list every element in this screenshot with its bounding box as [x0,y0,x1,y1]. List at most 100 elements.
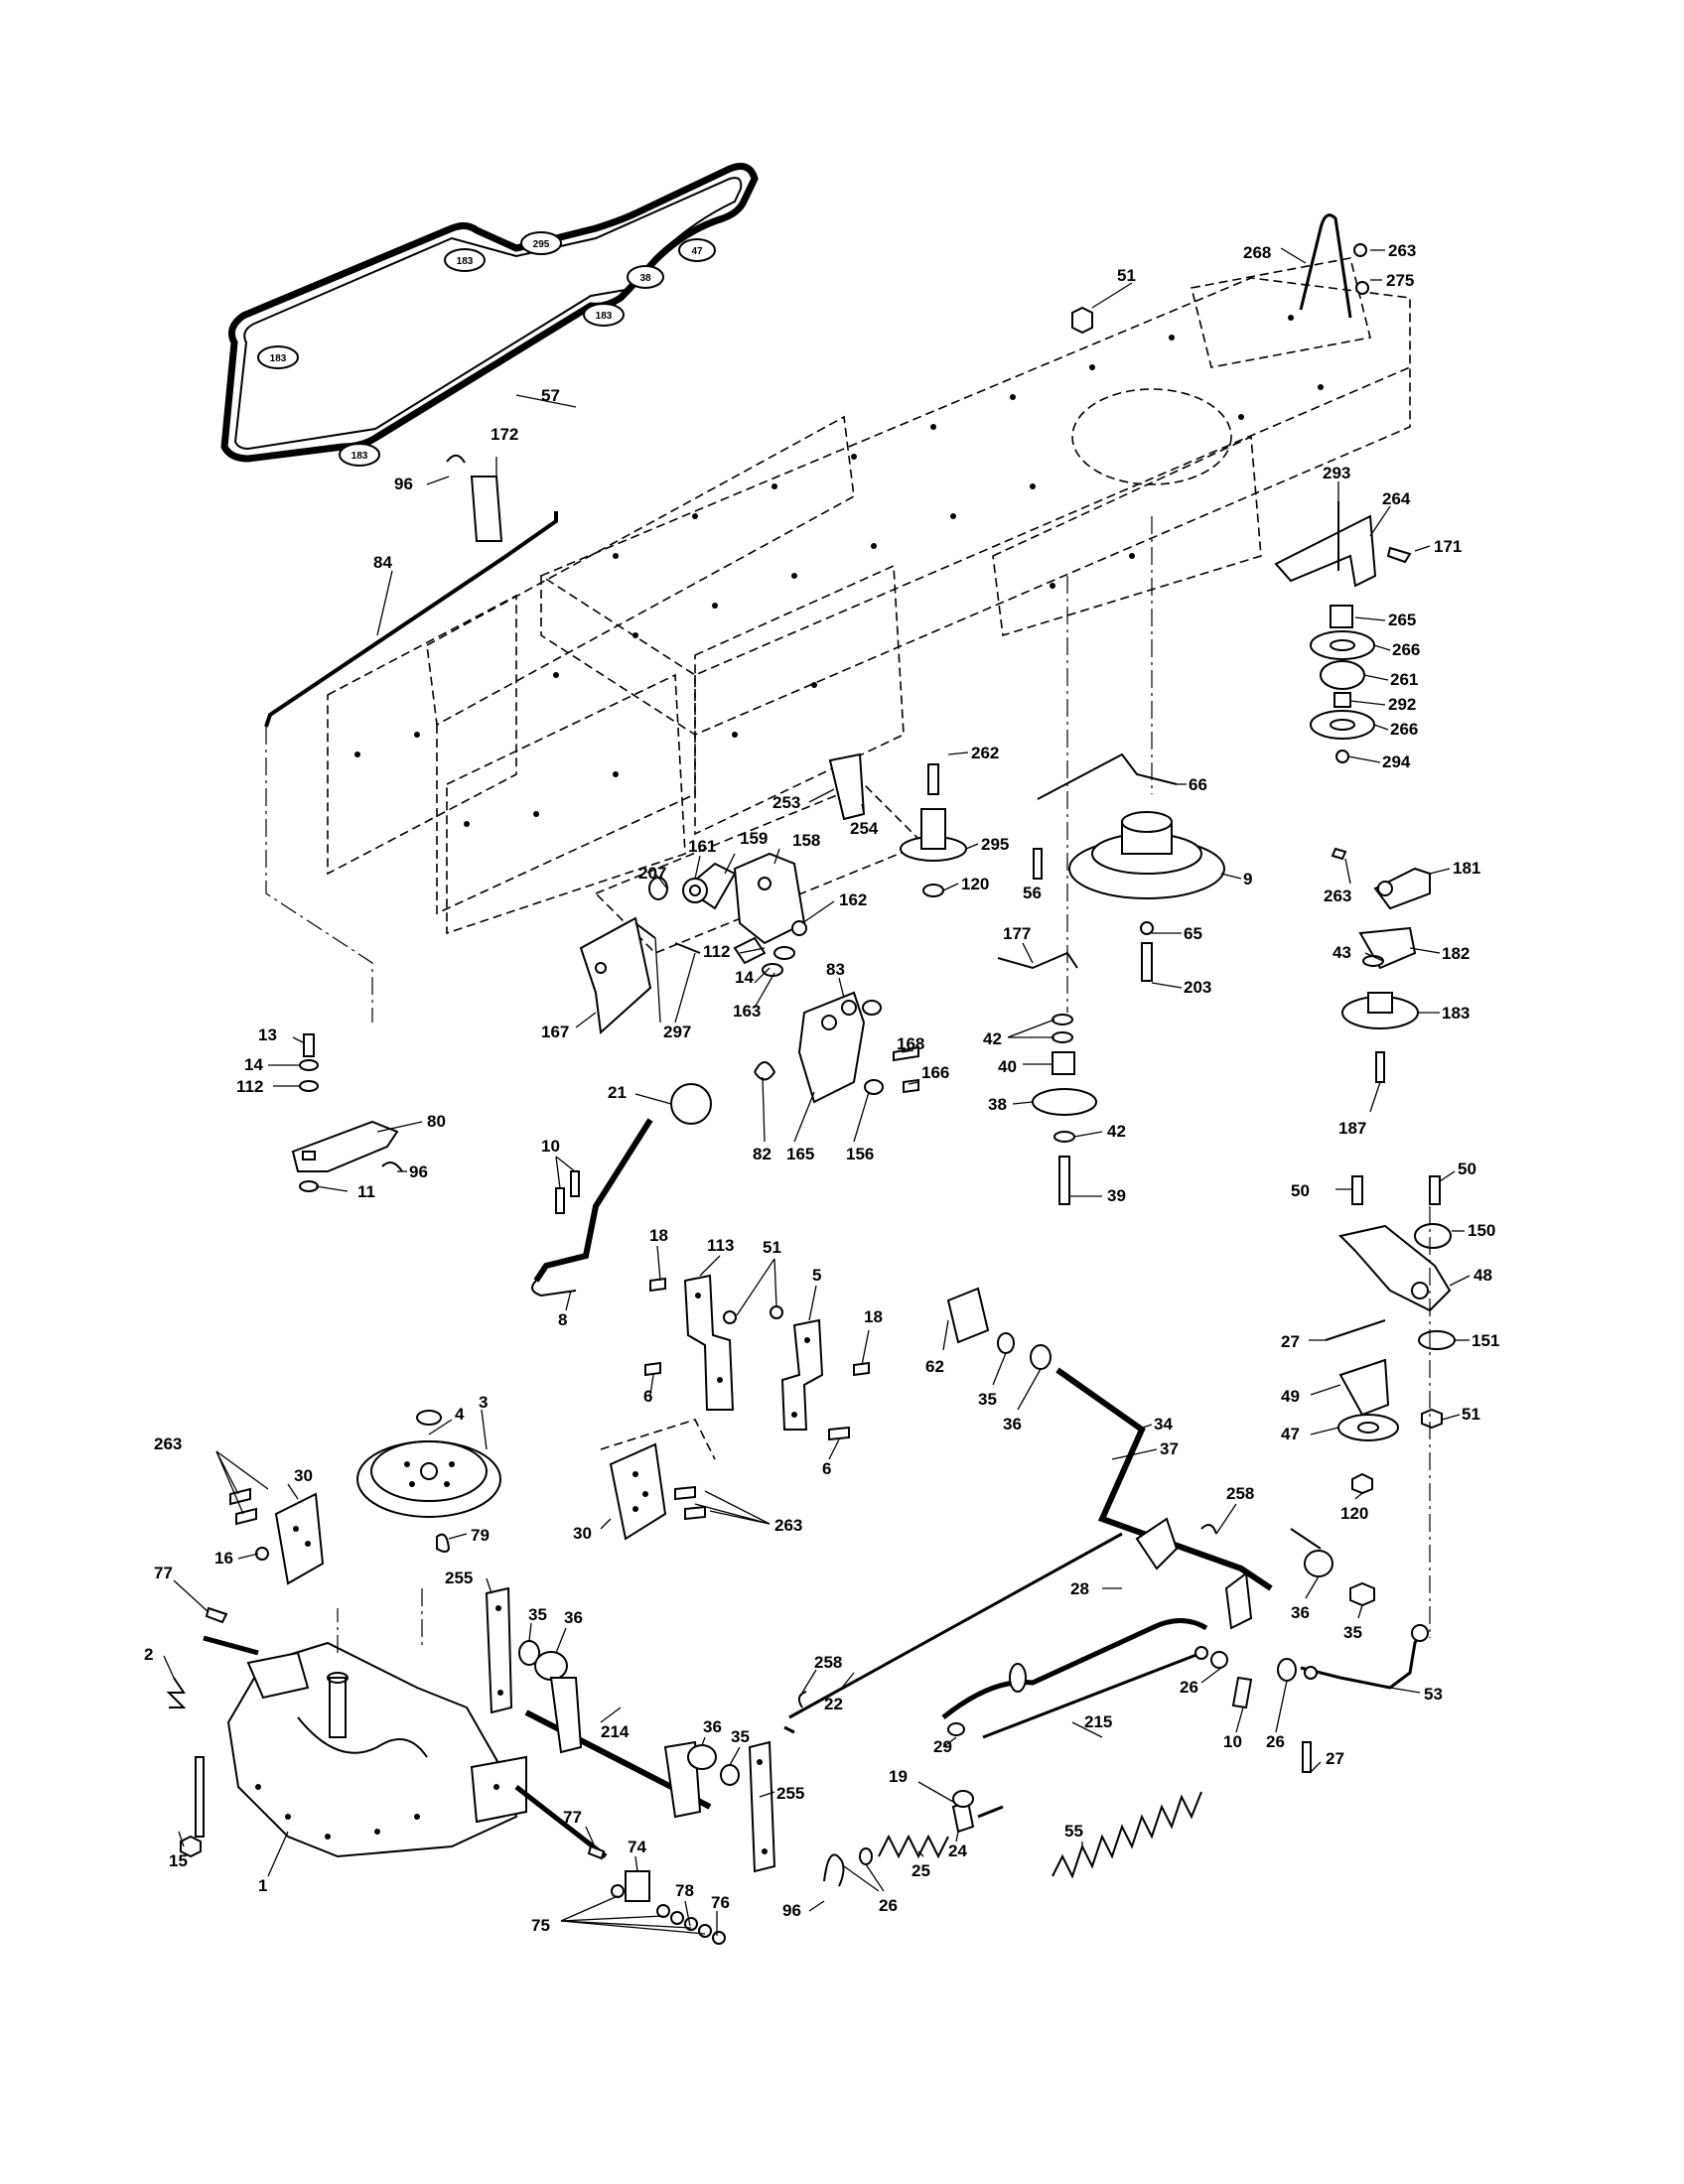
callout-55: 55 [1064,1822,1083,1841]
pulley-295 [900,763,967,897]
callout-51: 51 [1117,266,1136,285]
callout-151: 151 [1472,1331,1499,1350]
svg-text:38: 38 [639,273,651,284]
callout-266: 266 [1392,640,1420,659]
callout-42: 42 [1107,1122,1126,1141]
callout-36: 36 [564,1608,583,1627]
callout-22: 22 [824,1695,843,1713]
key-79 [436,1533,451,1553]
callout-30: 30 [294,1466,313,1485]
rods-22-28-215 [783,1532,1253,1739]
callout-165: 165 [786,1145,814,1163]
belt-pulley-marker: 183 [583,303,625,327]
bolt-56 [1033,848,1043,880]
svg-text:183: 183 [270,353,287,364]
frame-holes [354,315,1324,827]
callout-266: 266 [1390,720,1418,739]
callout-84: 84 [373,553,392,572]
callout-1: 1 [258,1876,267,1895]
bracket-113 [644,1274,783,1411]
callout-4: 4 [455,1405,465,1424]
callout-183: 183 [1442,1004,1470,1023]
callout-96: 96 [394,475,413,493]
callout-43: 43 [1333,943,1351,962]
bracket-5 [780,1318,870,1441]
callout-19: 19 [889,1767,908,1786]
callout-36: 36 [703,1717,722,1736]
drive-belt-57: 295 183 47 38 183 183 183 [220,163,759,467]
washer-36-35 [1290,1528,1375,1607]
callout-26: 26 [1266,1732,1285,1751]
callout-38: 38 [988,1095,1007,1114]
callout-29: 29 [933,1737,952,1756]
callout-162: 162 [839,890,867,909]
idler-pulley-stack [1310,605,1375,763]
callout-18: 18 [649,1226,668,1245]
callout-48: 48 [1474,1266,1492,1285]
callout-163: 163 [733,1002,761,1021]
svg-text:183: 183 [351,451,368,462]
callout-83: 83 [826,960,845,979]
callout-14: 14 [244,1055,263,1074]
knob-21 [670,1083,712,1125]
bracket-48 [1325,1175,1456,1430]
callout-150: 150 [1468,1221,1495,1240]
bracket-49-pulley-47 [1337,1206,1431,1638]
callout-51: 51 [1462,1405,1480,1424]
belt-pulley-marker: 183 [444,248,486,272]
spring-25 [859,1790,1004,1865]
callout-166: 166 [921,1063,949,1082]
callout-171: 171 [1434,537,1462,556]
callout-263: 263 [1324,887,1351,905]
callout-35: 35 [731,1727,750,1746]
callout-56: 56 [1023,884,1042,902]
callout-77: 77 [563,1808,582,1827]
shaft-stack [997,516,1153,1205]
callout-172: 172 [491,425,518,444]
callout-6: 6 [643,1387,652,1406]
bolt-51-top [1071,306,1093,335]
idler-bracket-181 [1331,847,1431,910]
callout-265: 265 [1388,611,1416,629]
callout-labels: 57 172 96 84 268 263 275 51 293 264 171 … [144,241,1499,1935]
bracket-30-right [600,1419,716,1541]
callout-159: 159 [740,829,768,848]
callout-75: 75 [531,1916,550,1935]
callout-2: 2 [144,1645,153,1664]
callout-66: 66 [1189,775,1207,794]
callout-36: 36 [1003,1415,1022,1433]
callout-74: 74 [628,1838,646,1856]
callout-264: 264 [1382,489,1411,508]
callout-255: 255 [445,1569,473,1587]
belt-pulley-marker: 183 [339,443,380,467]
lever-8 [531,1118,653,1297]
svg-text:47: 47 [691,246,703,257]
callout-51: 51 [763,1238,781,1257]
callout-40: 40 [998,1057,1017,1076]
callout-36: 36 [1291,1603,1310,1622]
callout-25: 25 [912,1861,930,1880]
callout-26: 26 [879,1896,898,1915]
callout-203: 203 [1184,978,1211,997]
leader-lines [163,247,1471,1936]
callout-78: 78 [675,1881,694,1900]
callout-10: 10 [1223,1732,1242,1751]
callout-253: 253 [772,793,800,812]
callout-13: 13 [258,1025,277,1044]
callout-120: 120 [961,875,989,893]
bracket-167 [579,916,701,1035]
callout-77: 77 [154,1564,173,1582]
callout-28: 28 [1070,1579,1089,1598]
belt-pulley-marker: 38 [627,265,664,289]
callout-161: 161 [688,837,716,856]
callout-263: 263 [1388,241,1416,260]
callout-187: 187 [1338,1119,1366,1138]
belt-pulley-marker: 183 [257,345,299,369]
callout-27: 27 [1281,1332,1300,1351]
spring-55 [1052,1791,1202,1879]
belt-pulley-marker: 295 [520,231,562,255]
callout-156: 156 [846,1145,874,1163]
bracket-80 [291,1033,403,1192]
callout-292: 292 [1388,695,1416,714]
